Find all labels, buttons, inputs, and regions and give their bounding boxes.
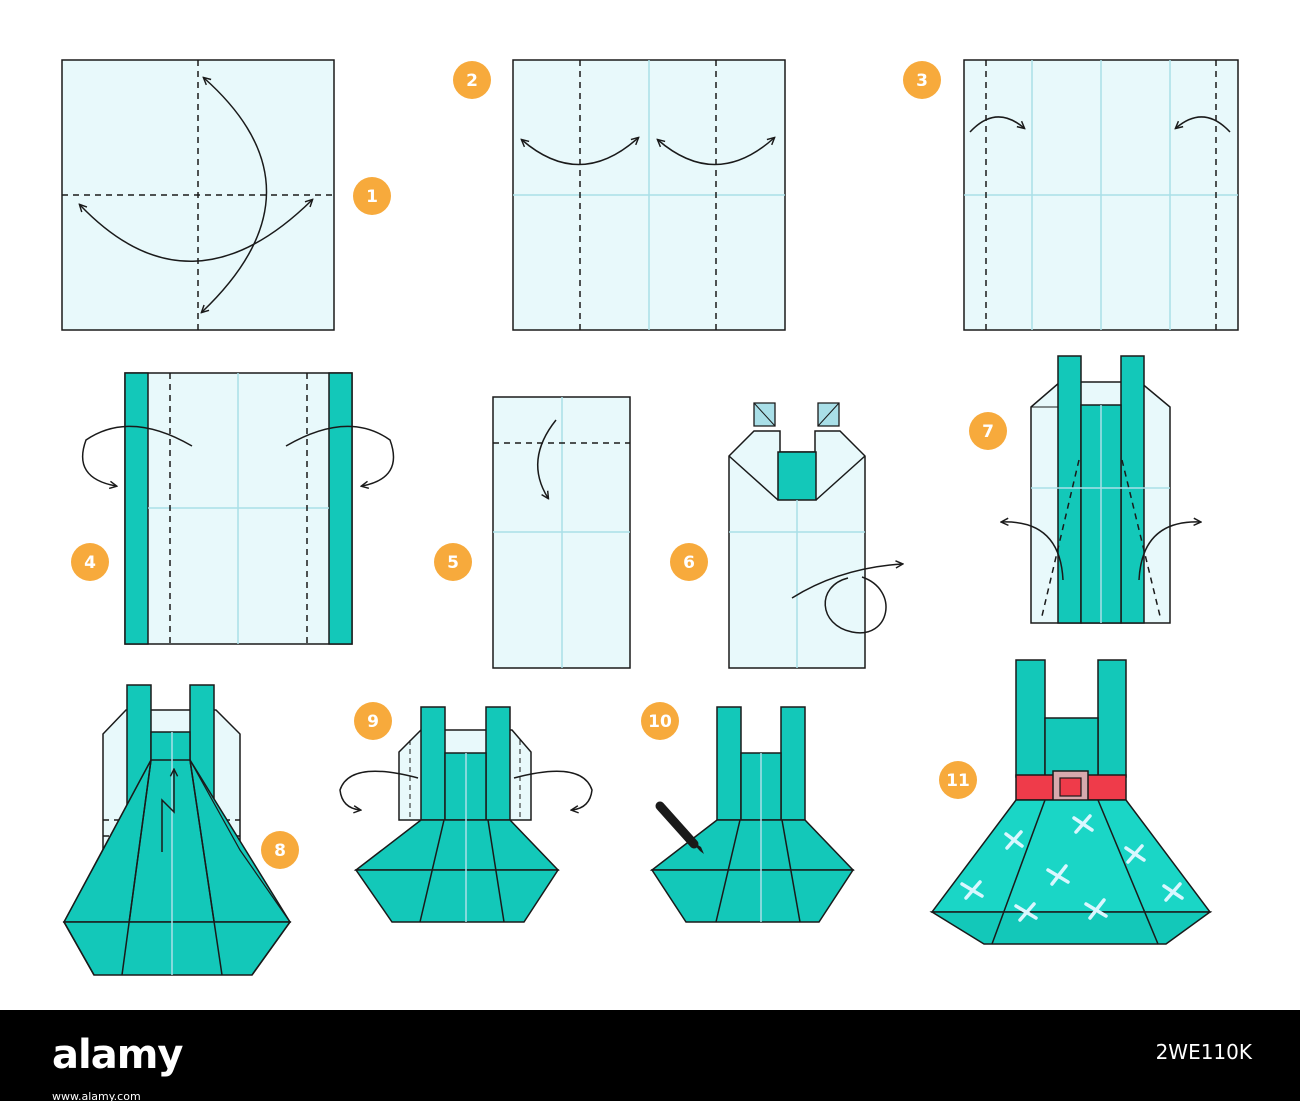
skirt <box>62 759 292 923</box>
cross-pattern <box>960 814 1184 922</box>
fold-arrow-right <box>513 770 593 810</box>
step-badge-5: 5 <box>434 543 472 581</box>
teal-strip-left <box>124 372 149 645</box>
turn-over-loop <box>824 576 887 634</box>
alamy-logo: alamy <box>52 1032 183 1078</box>
fold-arrow-horizontal <box>80 200 312 262</box>
svg-text:2: 2 <box>466 71 478 91</box>
strap-left <box>420 706 446 821</box>
fold-arrow-left <box>522 138 638 166</box>
svg-text:3: 3 <box>916 71 928 91</box>
fold-up-arrow <box>161 770 174 852</box>
step-badge-9: 9 <box>354 702 392 740</box>
fold-arrow-left <box>1002 522 1064 581</box>
strap-right <box>1097 659 1127 778</box>
skirt-hem <box>929 911 1213 945</box>
turn-over-arrow <box>791 564 902 599</box>
step-badge-8: 8 <box>261 831 299 869</box>
skirt-hem <box>650 869 855 923</box>
bodice <box>1044 717 1099 778</box>
svg-text:4: 4 <box>84 553 96 573</box>
origami-dress-diagram: 1 2 3 4 5 6 7 8 9 10 11 <box>61 59 1239 976</box>
skirt <box>353 819 560 871</box>
svg-text:1: 1 <box>366 187 378 207</box>
step-4-diagram <box>81 372 395 645</box>
step-5-diagram <box>492 396 631 669</box>
svg-text:9: 9 <box>367 712 379 732</box>
fold-arrow-left <box>339 770 419 810</box>
svg-text:5: 5 <box>447 553 459 573</box>
svg-text:6: 6 <box>683 553 695 573</box>
strap-right <box>780 706 806 821</box>
footer-url: www.alamy.com <box>52 1090 141 1103</box>
image-id: 2WE110K <box>1155 1040 1252 1064</box>
fold-arrow-right <box>1138 522 1200 581</box>
strap-left <box>1015 659 1046 778</box>
step-badge-4: 4 <box>71 543 109 581</box>
teal-strip-right <box>328 372 353 645</box>
watermark-footer: alamy 2WE110K www.alamy.com <box>0 1010 1300 1103</box>
pencil-icon <box>655 801 704 854</box>
fold-arrow-right <box>285 425 395 486</box>
fold-line-left <box>1041 459 1080 617</box>
fold-arrow-down <box>537 419 557 498</box>
step-badge-2: 2 <box>453 61 491 99</box>
fold-arrow-left <box>81 425 193 486</box>
step-3-diagram <box>963 59 1239 331</box>
step-1-diagram <box>61 59 335 331</box>
strap-left <box>716 706 742 821</box>
step-6-diagram <box>728 402 902 669</box>
step-badge-11: 11 <box>939 761 977 799</box>
svg-text:8: 8 <box>274 841 286 861</box>
step-badge-3: 3 <box>903 61 941 99</box>
step-8-diagram <box>62 684 292 976</box>
step-badge-1: 1 <box>353 177 391 215</box>
step-2-diagram <box>512 59 786 331</box>
svg-text:10: 10 <box>648 712 672 732</box>
neckline-teal <box>777 451 817 501</box>
svg-text:11: 11 <box>946 771 970 791</box>
fold-line-right <box>1121 459 1161 617</box>
step-7-diagram <box>1002 355 1200 624</box>
strap-left <box>1057 355 1082 624</box>
step-10-diagram <box>649 706 855 923</box>
fold-arrow-right <box>1176 116 1231 133</box>
fold-arrow-left <box>969 116 1024 133</box>
skirt-hem <box>62 921 292 976</box>
fold-arrow-vertical <box>202 78 268 312</box>
svg-text:7: 7 <box>982 422 994 442</box>
step-badge-7: 7 <box>969 412 1007 450</box>
strap-right <box>485 706 511 821</box>
step-badge-10: 10 <box>641 702 679 740</box>
skirt-hem <box>354 869 560 923</box>
fold-arrow-right <box>658 138 774 166</box>
step-9-diagram <box>339 706 593 923</box>
step-badge-6: 6 <box>670 543 708 581</box>
strap-right <box>1120 355 1145 624</box>
step-11-diagram <box>929 659 1213 945</box>
